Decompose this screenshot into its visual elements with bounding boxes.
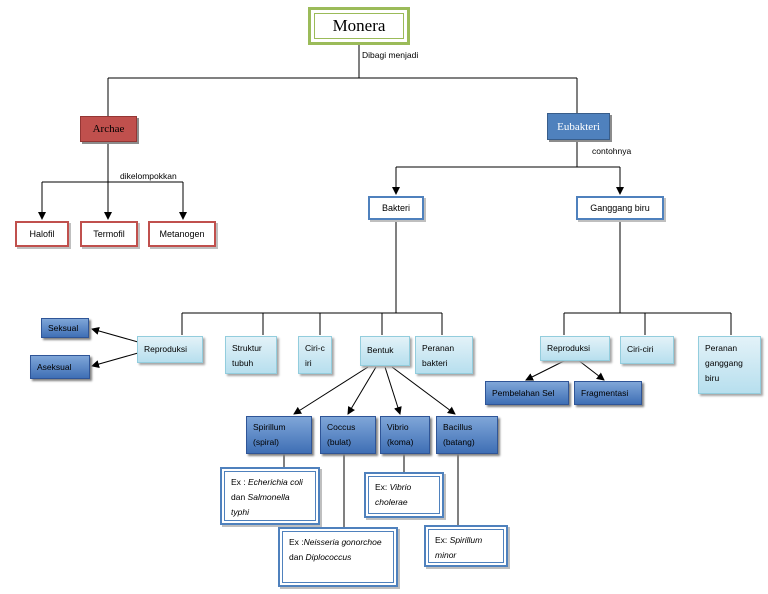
bentuk-node: Bentuk [360,336,410,366]
coccus-label: Coccus (bulat) [327,422,356,447]
peranan-bakteri-label: Peranan bakteri [422,343,455,368]
example-bacillus-prefix: Ex: [435,535,450,545]
peranan-bakteri-node: Peranan bakteri [415,336,473,374]
struktur-tubuh-node: Struktur tubuh [225,336,277,374]
bakteri-node: Bakteri [368,196,424,220]
example-coccus-prefix: Ex : [289,537,304,547]
bakteri-ciri-label: Ciri-ciri [305,343,325,368]
metanogen-node: Metanogen [148,221,216,247]
spirillum-label: Spirillum (spiral) [253,422,286,447]
archae-label: Archae [92,123,125,135]
arrow-fragmentasi [577,359,605,381]
root-node: Monera [308,7,410,45]
arrow-seksual [91,327,139,343]
ganggang-reproduksi-label: Reproduksi [547,343,590,353]
arrow-vibrio [384,366,402,415]
example-spirillum-conjunction: dan [231,492,248,502]
ganggang-ciri-label: Ciri-ciri [627,344,654,354]
fragmentasi-label: Fragmentasi [581,388,629,398]
bentuk-label: Bentuk [367,345,394,355]
halofil-node: Halofil [15,221,69,247]
example-spirillum: Ex : Echerichia coli dan Salmonella typh… [220,467,320,525]
spirillum-node: Spirillum (spiral) [246,416,312,454]
eubakteri-label: Eubakteri [557,120,600,133]
seksual-node: Seksual [41,318,89,338]
example-coccus-conjunction: dan [289,552,306,562]
bacillus-node: Bacillus (batang) [436,416,498,454]
struktur-tubuh-label: Struktur tubuh [232,343,262,368]
example-vibrio-prefix: Ex: [375,482,390,492]
metanogen-label: Metanogen [159,229,205,239]
aseksual-label: Aseksual [37,362,72,372]
example-spirillum-species-2: Salmonella typhi [231,492,290,517]
peranan-ganggang-label: Peranan ganggang biru [705,343,743,383]
bakteri-reproduksi-label: Reproduksi [144,344,187,354]
edge-label-eubakteri: contohnya [592,146,632,156]
example-vibrio-species: Vibrio cholerae [375,482,412,507]
ganggang-biru-node: Ganggang biru [576,196,664,220]
coccus-node: Coccus (bulat) [320,416,376,454]
edge-label-archae: dikelompokkan [120,171,177,181]
example-coccus: Ex :Neisseria gonorchoe dan Diplococcus [278,527,398,587]
vibrio-label: Vibrio (koma) [387,422,414,447]
arrow-aseksual [91,352,139,368]
seksual-label: Seksual [48,323,79,333]
eubakteri-node: Eubakteri [547,113,610,140]
example-coccus-species-1: Neisseria gonorchoe [303,537,382,547]
arrow-spirillum [293,366,369,415]
arrow-bacillus [391,366,456,415]
termofil-label: Termofil [93,229,125,239]
halofil-label: Halofil [29,229,55,239]
pembelahan-sel-label: Pembelahan Sel [492,388,555,398]
example-bacillus: Ex: Spirillum minor [424,525,508,567]
example-vibrio: Ex: Vibrio cholerae [364,472,444,518]
pembelahan-sel-node: Pembelahan Sel [485,381,569,405]
example-coccus-species-2: Diplococcus [305,552,352,562]
arrow-pembelahan [525,359,567,381]
bakteri-label: Bakteri [381,203,410,213]
archae-node: Archae [80,116,137,142]
root-label: Monera [332,16,386,35]
fragmentasi-node: Fragmentasi [574,381,642,405]
peranan-ganggang-node: Peranan ganggang biru [698,336,761,394]
arrow-coccus [347,366,377,415]
ganggang-ciri-node: Ciri-ciri [620,336,674,364]
bacillus-label: Bacillus (batang) [443,422,475,447]
bakteri-ciri-node: Ciri-ciri [298,336,332,374]
example-spirillum-species-1: Echerichia coli [248,477,303,487]
termofil-node: Termofil [80,221,138,247]
example-spirillum-prefix: Ex : [231,477,249,487]
ganggang-reproduksi-node: Reproduksi [540,336,610,361]
ganggang-biru-label: Ganggang biru [590,203,650,213]
example-bacillus-species: Spirillum minor [435,535,483,560]
vibrio-node: Vibrio (koma) [380,416,430,454]
aseksual-node: Aseksual [30,355,90,379]
bakteri-reproduksi-node: Reproduksi [137,336,203,363]
edge-label-root: Dibagi menjadi [362,50,419,60]
